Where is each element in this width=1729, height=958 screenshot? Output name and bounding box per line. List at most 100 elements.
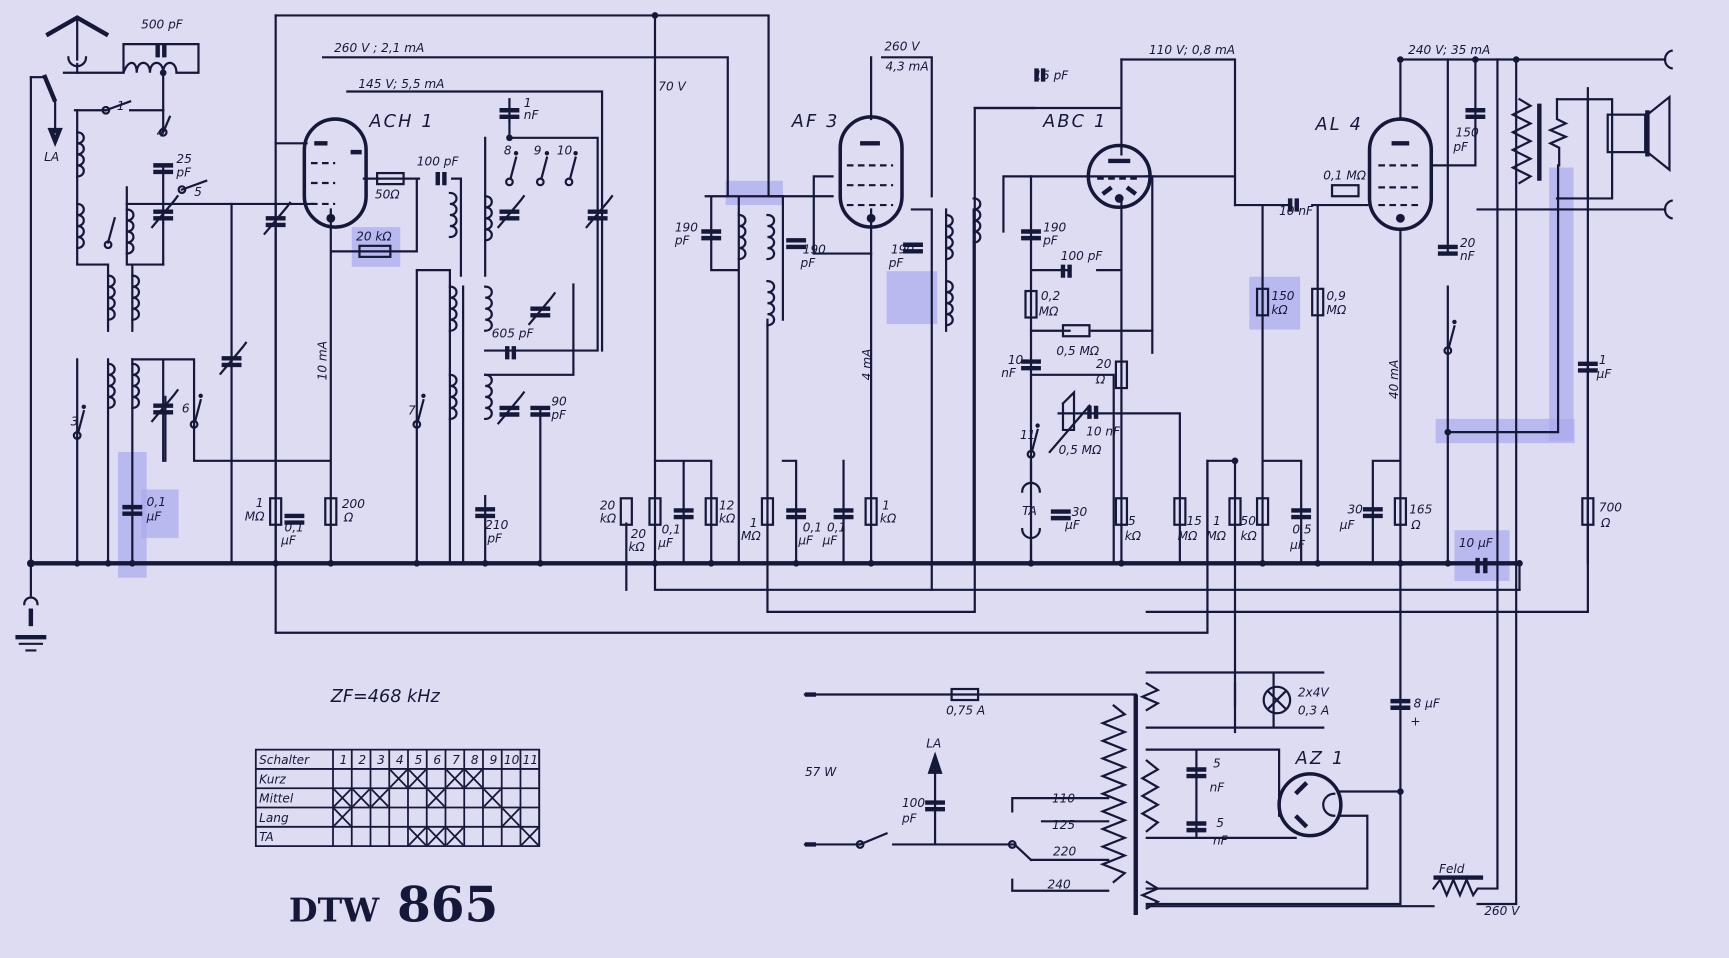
tube-abc1	[1086, 143, 1152, 210]
label-fuse: 0,75 A	[946, 703, 985, 717]
tube-al4	[1367, 117, 1434, 232]
label-r-20k-b-unit: kΩ	[629, 540, 646, 554]
label-r-50k-unit: kΩ	[1241, 529, 1258, 543]
label-r-700-unit: Ω	[1600, 516, 1611, 530]
speaker-jack-top	[1663, 49, 1674, 70]
label-c-210pf-unit: pF	[486, 531, 503, 545]
table-cross-mark	[445, 827, 464, 846]
label-r-1m-af: 1	[750, 516, 758, 530]
table-row-label: Mittel	[259, 792, 294, 806]
label-switch-11: 11	[1020, 428, 1035, 442]
table-column-header: 6	[433, 753, 441, 767]
label-switch-7: 7	[408, 404, 416, 418]
label-c-10nf-a: 10	[1008, 353, 1024, 367]
label-r-20: 20	[1096, 357, 1112, 371]
switches[interactable]	[72, 100, 1458, 849]
label-c-01uf-ant: 0,1	[147, 495, 166, 509]
table-column-header: 5	[415, 753, 423, 767]
tube-az1	[1277, 772, 1343, 838]
label-c-190pf-c: 190	[891, 243, 914, 257]
label-c-190pf-b-unit: pF	[800, 256, 817, 270]
field-voltage: 260 V	[1484, 904, 1520, 918]
tube-af3	[838, 115, 904, 229]
tube-label-al4: AL 4	[1314, 115, 1363, 135]
table-column-header: 11	[523, 753, 538, 767]
la-switch[interactable]	[42, 74, 63, 148]
label-c-01uf-b: 0,1	[662, 523, 681, 537]
table-cross-mark	[370, 788, 389, 808]
label-c-605pf: 605 pF	[492, 326, 535, 340]
label-c-01uf-ach: 0,1	[284, 520, 303, 534]
label-la: LA	[44, 150, 59, 164]
label-c-1nf: 1	[524, 96, 532, 110]
table-column-header: 9	[490, 753, 498, 767]
label-r-50: 50Ω	[375, 187, 400, 201]
label-switch-8: 8	[504, 143, 512, 157]
label-c-10nf-c: 10 nF	[1279, 204, 1314, 218]
label-r-1m-af-unit: MΩ	[741, 529, 761, 543]
labels: ACH 1 AF 3 ABC 1 AL 4 AZ 1 260 V ; 2,1 m…	[44, 18, 1622, 918]
tube-label-ach1: ACH 1	[368, 112, 434, 132]
label-tap-125: 125	[1052, 818, 1075, 832]
label-c-190pf-a: 190	[675, 221, 698, 235]
pilot-lamp-icon	[1262, 685, 1292, 715]
label-r-1m-b-unit: MΩ	[1206, 529, 1226, 543]
label-c-100pf-abc: 100 pF	[1061, 249, 1104, 263]
label-r-1m-ach: 1	[256, 496, 264, 510]
table-cross-mark	[408, 769, 427, 788]
table-column-header: 7	[452, 753, 460, 767]
la-mains-arrow	[927, 751, 943, 774]
label-r-20k-a: 20	[600, 498, 616, 512]
supply-af3-v: 260 V	[884, 40, 920, 54]
resistors	[269, 58, 1595, 898]
table-cross-mark	[333, 808, 352, 827]
label-lamp: 2x4V	[1298, 686, 1330, 700]
model-title: DTW 865	[289, 877, 498, 934]
label-r-20k-b: 20	[631, 527, 647, 541]
label-r-15m: 15	[1186, 514, 1202, 528]
svg-text:+: +	[1410, 714, 1420, 728]
table-column-header: 8	[471, 753, 479, 767]
mains-plug	[804, 692, 816, 847]
title-model: 865	[397, 877, 498, 934]
label-r-50k: 50	[1241, 514, 1257, 528]
label-r-12k: 12	[719, 498, 734, 512]
label-c-90pf: 90	[551, 395, 567, 409]
label-power: 57 W	[805, 765, 837, 779]
label-c-190pf-b: 190	[803, 243, 826, 257]
label-c-100pf-mains-unit: pF	[901, 811, 918, 825]
label-tap-240: 240	[1048, 878, 1071, 892]
label-c-8uf: 8 µF	[1414, 697, 1441, 711]
label-c-190pf-d-unit: pF	[1042, 234, 1059, 248]
table-cross-mark	[483, 788, 502, 808]
table-cross-mark	[389, 769, 408, 788]
label-c-100pf-mains: 100	[902, 796, 925, 810]
label-c-01uf-c: 0,1	[803, 520, 822, 534]
label-la-mains: LA	[926, 736, 941, 750]
label-c-05uf: 0,5	[1292, 523, 1312, 537]
label-switch-1: 1	[117, 99, 125, 113]
table-cross-mark	[352, 788, 371, 808]
label-c-01uf-ant-unit: µF	[146, 509, 163, 523]
label-c-500pf: 500 pF	[141, 18, 184, 32]
antenna-icon	[45, 15, 110, 74]
supply-70v: 70 V	[658, 79, 686, 93]
label-c-30uf-a-unit: µF	[1064, 518, 1081, 532]
label-r-5k: 5	[1128, 514, 1136, 528]
label-r-5k-unit: kΩ	[1125, 529, 1142, 543]
label-c-100pf-ach: 100 pF	[417, 154, 460, 168]
label-c-190pf-c-unit: pF	[888, 256, 905, 270]
label-c-190pf-d: 190	[1043, 221, 1066, 235]
label-c-01uf-d: 0,1	[827, 520, 846, 534]
label-switch-9: 9	[534, 143, 542, 157]
label-switch-5: 5	[194, 185, 202, 199]
label-c-1nf-unit: nF	[524, 108, 540, 122]
label-c-150pf: 150	[1456, 126, 1479, 140]
label-zf: ZF=468 kHz	[330, 687, 441, 707]
tube-label-abc1: ABC 1	[1042, 112, 1107, 132]
label-c-30uf-b: 30	[1347, 503, 1363, 517]
label-c-20nf-unit: nF	[1460, 249, 1476, 263]
label-c-90pf-unit: pF	[550, 408, 567, 422]
label-r-20-unit: Ω	[1095, 373, 1106, 387]
